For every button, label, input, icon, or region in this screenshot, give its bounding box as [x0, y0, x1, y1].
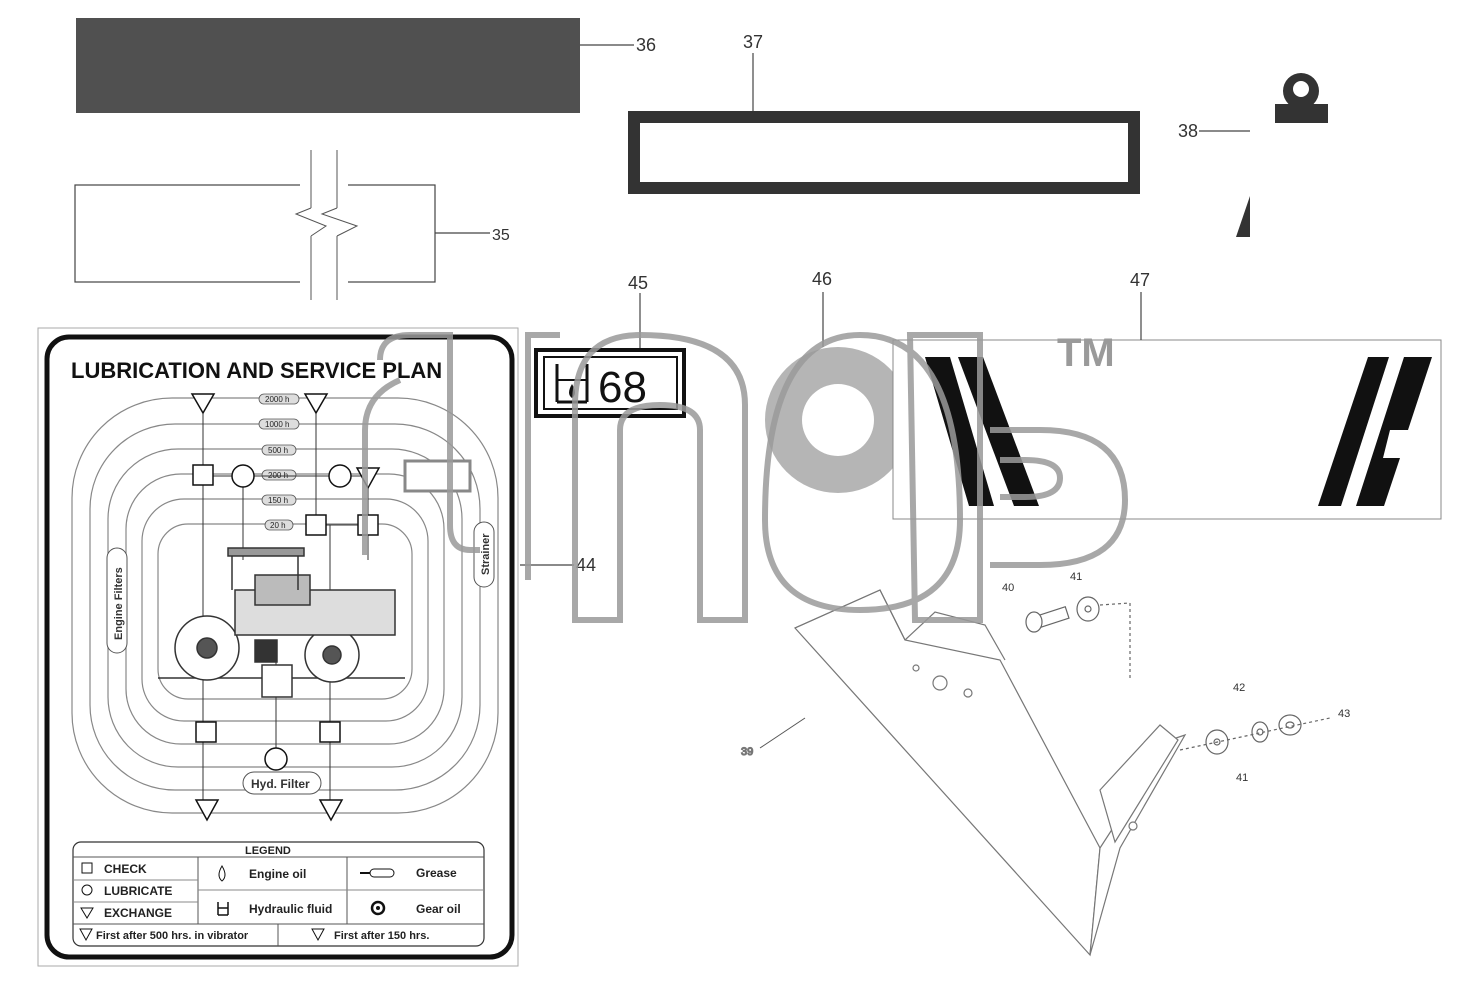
decal-36: 36: [76, 18, 656, 113]
svg-text:LEGEND: LEGEND: [245, 845, 291, 857]
exchange-icon: [79, 928, 93, 942]
callout-46: 46: [812, 269, 832, 289]
decal-46: 46: [765, 269, 911, 493]
callout-36: 36: [636, 35, 656, 55]
decal-47: 47 TM: [892, 270, 1442, 520]
lubricate-icon: [81, 884, 93, 896]
lubricate-icon: [264, 747, 288, 771]
callout-38: 38: [1178, 121, 1198, 141]
svg-text:Gear oil: Gear oil: [416, 902, 461, 916]
check-icon: [192, 464, 214, 486]
check-icon: [305, 514, 327, 536]
check-icon: [319, 721, 341, 743]
callout-39: 39: [741, 746, 753, 758]
svg-text:Hyd. Filter: Hyd. Filter: [251, 777, 310, 791]
lifting-eye-38: 38: [1178, 73, 1328, 237]
hydraulic-fluid-icon: [555, 364, 589, 404]
exchange-icon: [194, 799, 220, 822]
callout-41-b: 41: [1236, 772, 1248, 784]
stripe-4: [1356, 357, 1432, 506]
svg-text:1000 h: 1000 h: [265, 420, 289, 429]
legend: LEGEND CHECK LUBRICATE EXCHANGE Engine o…: [72, 841, 485, 947]
callout-40: 40: [1002, 582, 1014, 594]
svg-text:LUBRICATE: LUBRICATE: [104, 884, 172, 898]
decal-45: 45 68: [534, 273, 686, 418]
exchange-icon: [190, 393, 216, 415]
engine-filters-label: Engine Filters: [106, 547, 128, 654]
exchange-icon: [80, 907, 94, 919]
lubricate-icon: [231, 464, 255, 488]
svg-text:20 h: 20 h: [270, 521, 286, 530]
callout-35: 35: [492, 227, 510, 244]
exchange-icon: [303, 393, 329, 415]
svg-text:CHECK: CHECK: [104, 862, 147, 876]
gear-oil-icon: [370, 900, 386, 916]
plate-35: 35: [74, 150, 510, 300]
bolt-40: [1025, 605, 1070, 633]
callout-43: 43: [1338, 708, 1350, 720]
svg-text:Hydraulic fluid: Hydraulic fluid: [249, 902, 332, 916]
exchange-icon: [318, 799, 344, 822]
hydraulic-fluid-icon: [217, 902, 229, 916]
callout-41-a: 41: [1070, 571, 1082, 583]
svg-text:Engine oil: Engine oil: [249, 867, 306, 881]
svg-text:EXCHANGE: EXCHANGE: [104, 906, 172, 920]
engine-oil-icon: [218, 865, 226, 882]
check-icon: [81, 862, 93, 874]
callout-42: 42: [1233, 682, 1245, 694]
grease-gun-icon: [360, 868, 395, 878]
strainer-label: Strainer: [473, 521, 495, 588]
callout-47: 47: [1130, 270, 1150, 290]
callout-37: 37: [743, 32, 763, 52]
callout-44: 44: [576, 555, 596, 575]
svg-text:First after 150 hrs.: First after 150 hrs.: [334, 930, 429, 942]
hyd-filter-label: Hyd. Filter: [242, 771, 322, 795]
exchange-icon: [311, 928, 325, 942]
check-icon: [195, 721, 217, 743]
stripe-3: [1318, 357, 1389, 506]
svg-text:150 h: 150 h: [268, 496, 288, 505]
svg-text:Grease: Grease: [416, 866, 457, 880]
watermark: [362, 331, 1129, 623]
svg-text:500 h: 500 h: [268, 446, 288, 455]
svg-text:Engine Filters: Engine Filters: [113, 567, 125, 640]
service-plan-decal-44: LUBRICATION AND SERVICE PLAN 2000 h 1000…: [37, 327, 596, 967]
bracket-39: 39: [740, 589, 1187, 957]
lubricate-icon: [328, 464, 352, 488]
trademark-mark: TM: [1057, 331, 1115, 375]
plan-title: LUBRICATION AND SERVICE PLAN: [71, 358, 442, 383]
callout-45: 45: [628, 273, 648, 293]
svg-text:Strainer: Strainer: [480, 533, 492, 575]
decal-37: 37: [628, 32, 1140, 194]
roller-compactor-icon: [158, 547, 405, 698]
svg-text:2000 h: 2000 h: [265, 395, 289, 404]
hardware: [1025, 596, 1331, 755]
svg-text:First after 500 hrs. in vibrat: First after 500 hrs. in vibrator: [96, 930, 249, 942]
decal-45-value: 68: [598, 363, 647, 412]
